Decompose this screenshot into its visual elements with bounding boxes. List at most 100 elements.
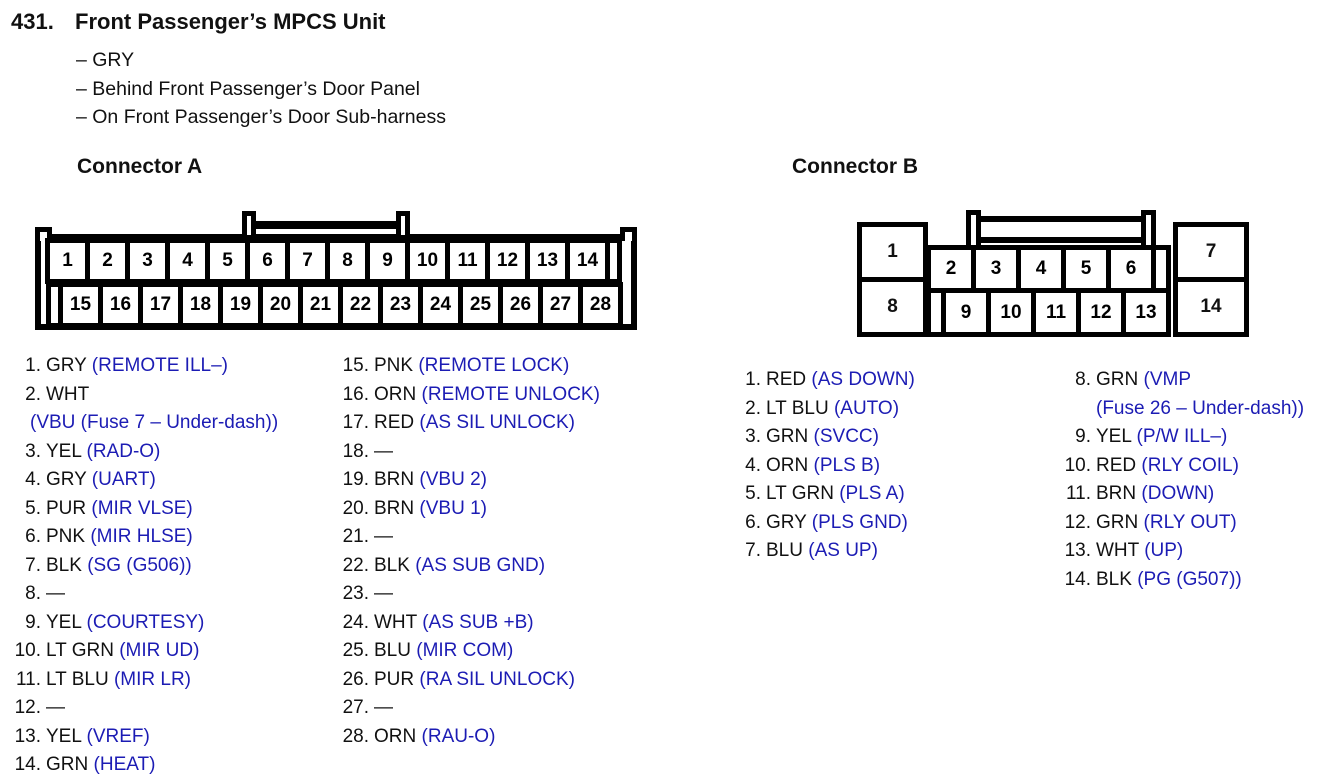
wire-color: WHT xyxy=(46,383,90,405)
wire-color: ORN xyxy=(374,383,417,405)
pin-cavity-10: 10 xyxy=(405,238,450,284)
wire-color: BRN xyxy=(1096,483,1137,504)
pin-cavity-18: 18 xyxy=(178,282,223,328)
pin-cavity-16: 16 xyxy=(98,282,143,328)
connector-a-latch-bar xyxy=(249,221,403,229)
pin-number: 7. xyxy=(25,554,41,576)
pin-number: 14. xyxy=(14,754,41,775)
pin-number: 9. xyxy=(25,611,41,633)
pin-cavity-25: 25 xyxy=(458,282,503,328)
pin-cavity-4: 4 xyxy=(165,238,210,284)
pin-cavity-15: 15 xyxy=(58,282,103,328)
wire-color: PNK xyxy=(374,355,414,376)
connector-b-left-block: 1 8 xyxy=(857,222,928,337)
connector-a-left-tab xyxy=(35,227,52,241)
pin-number: 1. xyxy=(25,355,41,376)
pin-cavity-17: 17 xyxy=(138,282,183,328)
pin-entry-11: 11.LT BLU (MIR LR) xyxy=(8,666,278,695)
pin-entry-1: 1.GRY (REMOTE ILL–) xyxy=(8,352,278,381)
pin-entry-19: 19.BRN (VBU 2) xyxy=(336,466,600,495)
wire-color: — xyxy=(46,697,65,718)
pin-number: 18. xyxy=(342,440,369,462)
wire-color: BLK xyxy=(46,554,82,576)
signal-name: (MIR LR) xyxy=(113,668,192,690)
wire-color: PUR xyxy=(46,497,87,519)
pin-number: 4. xyxy=(25,469,41,490)
wire-color: — xyxy=(374,526,393,547)
signal-name: (MIR VLSE) xyxy=(91,497,193,519)
signal-name: (P/W ILL–) xyxy=(1136,426,1228,447)
wire-color: RED xyxy=(374,412,415,433)
pin-number: 2. xyxy=(745,397,761,419)
pin-cavity-2: 2 xyxy=(926,245,976,293)
page-title: Front Passenger’s MPCS Unit xyxy=(75,9,386,34)
pin-cavity-7: 7 xyxy=(1205,241,1217,262)
wire-color: — xyxy=(46,583,65,604)
wire-color: RED xyxy=(1096,454,1137,476)
pin-cavity-11: 11 xyxy=(445,238,490,284)
connector-a-pinlist-col1: 1.GRY (REMOTE ILL–)2.WHT(VBU (Fuse 7 – U… xyxy=(8,352,279,780)
connector-a-latch-prong-left xyxy=(242,211,256,235)
signal-name: (AS SUB GND) xyxy=(415,554,546,576)
connector-b-latch-bar xyxy=(970,216,1153,243)
pin-entry-5: 5.LT GRN (PLS A) xyxy=(728,480,915,509)
signal-name: (RAU-O) xyxy=(421,725,496,747)
connector-b-label: Connector B xyxy=(792,155,918,178)
wire-color: GRN xyxy=(766,426,809,447)
wire-color: GRY xyxy=(766,511,807,533)
pin-number: 2. xyxy=(25,383,41,405)
pin-entry-3: 3.YEL (RAD-O) xyxy=(8,438,278,467)
signal-name: (PLS B) xyxy=(813,454,881,476)
connector-b-right-block: 7 14 xyxy=(1173,222,1249,337)
pin-cavity-20: 20 xyxy=(258,282,303,328)
pin-cavity-10: 10 xyxy=(986,288,1036,337)
pin-cavity-12: 12 xyxy=(1076,288,1126,337)
pin-cavity-14: 14 xyxy=(565,238,610,284)
pin-cavity-5: 5 xyxy=(1061,245,1111,293)
pin-cavity-14: 14 xyxy=(1200,296,1222,317)
pin-cavity-1: 1 xyxy=(45,238,90,284)
wire-color: WHT xyxy=(374,611,417,633)
signal-name: (RLY OUT) xyxy=(1143,511,1237,533)
pin-entry-12: 12.— xyxy=(8,694,278,723)
pin-number: 13. xyxy=(14,725,41,747)
pin-cavity-27: 27 xyxy=(538,282,583,328)
pin-entry-8: 8.— xyxy=(8,580,278,609)
wire-color: ORN xyxy=(374,725,417,747)
wire-color: YEL xyxy=(46,725,82,747)
location-note: – GRY xyxy=(76,49,135,71)
pin-entry-9: 9.YEL (P/W ILL–) xyxy=(1058,423,1304,452)
signal-name: (REMOTE ILL–) xyxy=(91,355,228,376)
connector-a-pinlist-col2: 15.PNK (REMOTE LOCK)16.ORN (REMOTE UNLOC… xyxy=(336,352,600,751)
pin-number: 5. xyxy=(25,497,41,519)
pin-entry-17: 17.RED (AS SIL UNLOCK) xyxy=(336,409,600,438)
signal-name: (PLS GND) xyxy=(811,511,908,533)
pin-number: 15. xyxy=(342,355,369,376)
pin-number: 23. xyxy=(342,583,369,604)
wire-color: YEL xyxy=(1096,426,1132,447)
pin-number: 25. xyxy=(342,640,369,661)
signal-name: (Fuse 26 – Under-dash)) xyxy=(1096,397,1305,419)
pin-cavity-3: 3 xyxy=(971,245,1021,293)
signal-name: (UART) xyxy=(91,469,156,490)
pin-entry-6: 6.GRY (PLS GND) xyxy=(728,509,915,538)
wire-color: BLK xyxy=(1096,568,1132,590)
wire-color: BLU xyxy=(374,640,411,661)
signal-name: (SG (G506)) xyxy=(87,554,192,576)
pin-entry-8: 8.GRN (VMP(Fuse 26 – Under-dash)) xyxy=(1058,366,1304,423)
pin-cavity-6: 6 xyxy=(245,238,290,284)
pin-entry-4: 4.ORN (PLS B) xyxy=(728,452,915,481)
pin-cavity-9: 9 xyxy=(941,288,991,337)
pin-number: 11. xyxy=(1065,483,1091,504)
pin-number: 9. xyxy=(1075,426,1091,447)
location-note: – On Front Passenger’s Door Sub-harness xyxy=(76,106,446,128)
wire-color: YEL xyxy=(46,440,82,462)
signal-name: (UP) xyxy=(1144,540,1184,561)
wire-color: BRN xyxy=(374,469,415,490)
wire-color: PNK xyxy=(46,526,86,547)
wire-color: LT BLU xyxy=(766,397,829,419)
pin-number: 8. xyxy=(1075,369,1091,390)
wire-color: YEL xyxy=(46,611,82,633)
